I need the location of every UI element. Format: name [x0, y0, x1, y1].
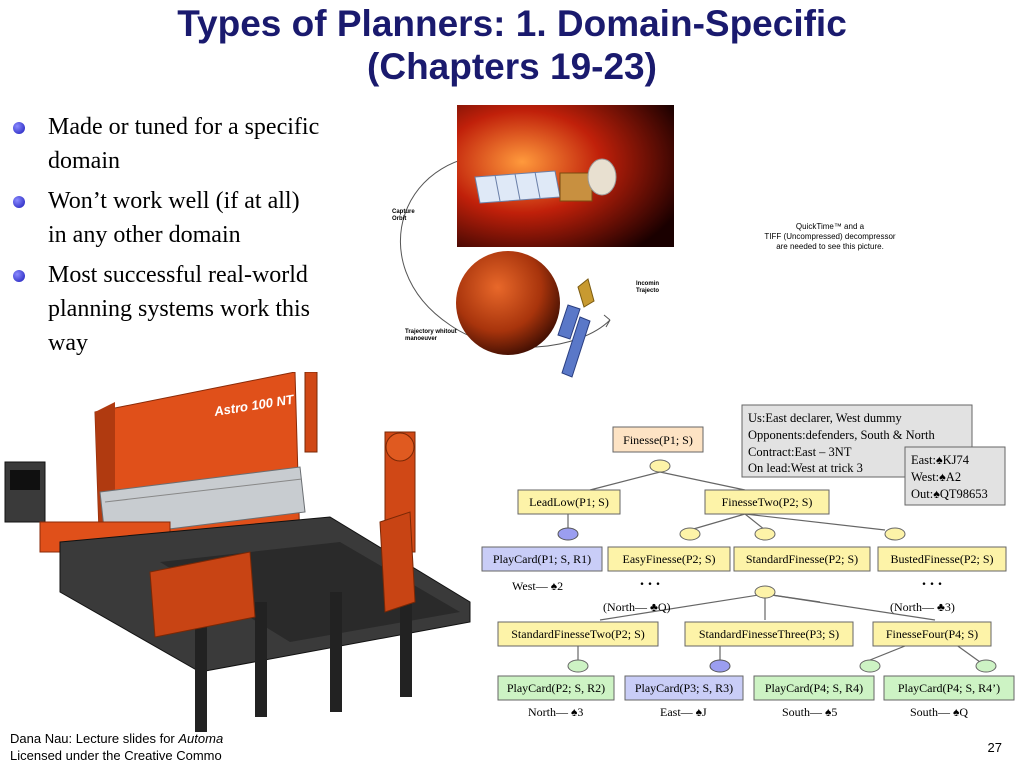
capture-orbit-label: Orbit: [392, 216, 406, 222]
trajectory-label: manoeuver: [405, 336, 438, 342]
bullet-text-line: way: [48, 330, 88, 356]
tree-node-level3: [497, 621, 659, 647]
tree-node-level2: [733, 546, 871, 572]
tree-node-label: EasyFinesse(P2; S): [623, 552, 716, 566]
bullet-dot-icon: [13, 122, 25, 134]
tree-node-level2: [481, 546, 603, 572]
tree-play-note: (North— ♣Q): [603, 600, 671, 614]
tree-node-label: PlayCard(P3; S, R3): [635, 681, 733, 695]
footer-credit: Dana Nau: Lecture slides for: [10, 731, 179, 746]
tree-node-level3: [684, 621, 854, 647]
quicktime-notice: QuickTime™ and a TIFF (Uncompressed) dec…: [745, 222, 915, 252]
tree-play-note: North— ♠3: [528, 705, 583, 719]
spacecraft-approach-image: [557, 278, 595, 378]
bullet-text-line: Made or tuned for a specific: [48, 114, 320, 140]
footer-line-1: Dana Nau: Lecture slides for Automa: [10, 730, 245, 747]
tree-play-note: South— ♠Q: [910, 705, 968, 719]
tree-ovals: [557, 459, 997, 673]
tree-node-label: FinesseFour(P4; S): [886, 627, 978, 641]
footer-license: Licensed under the Creative Commo: [10, 748, 222, 763]
capture-orbit-label: Capture: [392, 209, 415, 215]
bullet-text-line: planning systems work this: [48, 296, 310, 322]
tree-node-level4: [883, 675, 1015, 701]
footer-book-title: Automa: [178, 731, 224, 746]
bullet-item: Won’t work well (if at all) in any other…: [10, 184, 380, 252]
title-line-2: (Chapters 19-23): [367, 46, 657, 87]
tree-node-label: Finesse(P1; S): [623, 433, 693, 447]
htn-tree-svg: Us:East declarer, West dummy Opponents:d…: [481, 404, 1015, 719]
ellipsis-icon: . . .: [922, 572, 942, 589]
mars-planet: [456, 251, 560, 355]
game-info-box: [741, 404, 973, 478]
tree-play-note: East— ♠J: [660, 705, 707, 719]
ellipsis-icon: . . .: [640, 572, 660, 589]
tree-play-note: West— ♠2: [512, 579, 563, 593]
bullet-list: Made or tuned for a specific domain Won’…: [10, 110, 380, 366]
bullet-text-line: in any other domain: [48, 222, 241, 248]
mars-orbiter-svg: Capture Orbit Incomin Trajecto Trajector…: [392, 105, 674, 378]
press-brake-robot-image: Astro 100 NT: [0, 371, 485, 737]
slide-footer: Dana Nau: Lecture slides for Automa Lice…: [10, 730, 245, 764]
tree-node-root: [612, 426, 704, 453]
trajectory-label: Trajectory whitout: [405, 329, 457, 335]
tree-node-level4: [753, 675, 875, 701]
bullet-item: Most successful real-world planning syst…: [10, 258, 380, 360]
spacecraft-image: [474, 158, 617, 204]
hands-info-line: Out:♠QT98653: [911, 487, 988, 501]
tree-node-label: StandardFinesse(P2; S): [746, 552, 858, 566]
tree-node-label: PlayCard(P2; S, R2): [507, 681, 605, 695]
tree-play-note: (North— ♣3): [890, 600, 955, 614]
tree-node-label: StandardFinesseThree(P3; S): [699, 627, 839, 641]
hands-info-box: [904, 446, 1006, 506]
tree-node-label: PlayCard(P4; S, R4): [765, 681, 863, 695]
orbit-arrow: [603, 314, 611, 328]
tree-node-label: StandardFinesseTwo(P2; S): [511, 627, 645, 641]
tree-node-level4: [624, 675, 744, 701]
bullet-item: Made or tuned for a specific domain: [10, 110, 380, 178]
bullet-text-line: Won’t work well (if at all): [48, 188, 300, 214]
capture-orbit-line: [399, 153, 611, 348]
game-info-line: Contract:East – 3NT: [748, 445, 852, 459]
tree-node-label: PlayCard(P4; S, R4’): [898, 681, 1000, 695]
tree-play-note: South— ♠5: [782, 705, 837, 719]
page-number: 27: [987, 740, 1002, 755]
game-info-line: On lead:West at trick 3: [748, 461, 863, 475]
game-info-line: Us:East declarer, West dummy: [748, 411, 903, 425]
bullet-dot-icon: [13, 196, 25, 208]
bullet-text-line: Most successful real-world: [48, 262, 308, 288]
tree-node-label: FinesseTwo(P2; S): [722, 495, 813, 509]
bridge-htn-tree: Us:East declarer, West dummy Opponents:d…: [480, 402, 1024, 727]
incoming-trajectory-label: Incomin: [636, 281, 659, 287]
tree-node-level4: [497, 675, 615, 701]
tree-node-label: PlayCard(P1; S, R1): [493, 552, 591, 566]
tree-node-label: BustedFinesse(P2; S): [890, 552, 993, 566]
hands-info-line: West:♠A2: [911, 470, 961, 484]
bullet-dot-icon: [13, 270, 25, 282]
bullet-text-line: domain: [48, 148, 120, 174]
incoming-trajectory-label: Trajecto: [636, 288, 659, 294]
tree-node-level2: [607, 546, 731, 572]
tree-node-level3: [872, 621, 992, 647]
game-info-line: Opponents:defenders, South & North: [748, 428, 936, 442]
title-line-1: Types of Planners: 1. Domain-Specific: [177, 3, 847, 44]
hands-info-line: East:♠KJ74: [911, 453, 970, 467]
tree-node-level1: [704, 489, 830, 515]
quicktime-line: QuickTime™ and a: [795, 222, 865, 231]
tree-edges: [567, 471, 981, 663]
tree-node-label: LeadLow(P1; S): [529, 495, 609, 509]
slide-title: Types of Planners: 1. Domain-Specific (C…: [0, 2, 1024, 88]
quicktime-line: TIFF (Uncompressed) decompressor: [764, 232, 896, 241]
press-brake-svg: Astro 100 NT: [4, 371, 471, 732]
tree-node-level2: [877, 546, 1007, 572]
tree-node-level1: [517, 489, 621, 515]
quicktime-line: are needed to see this picture.: [776, 242, 884, 251]
mars-orbiter-figure: Capture Orbit Incomin Trajecto Trajector…: [380, 105, 680, 385]
